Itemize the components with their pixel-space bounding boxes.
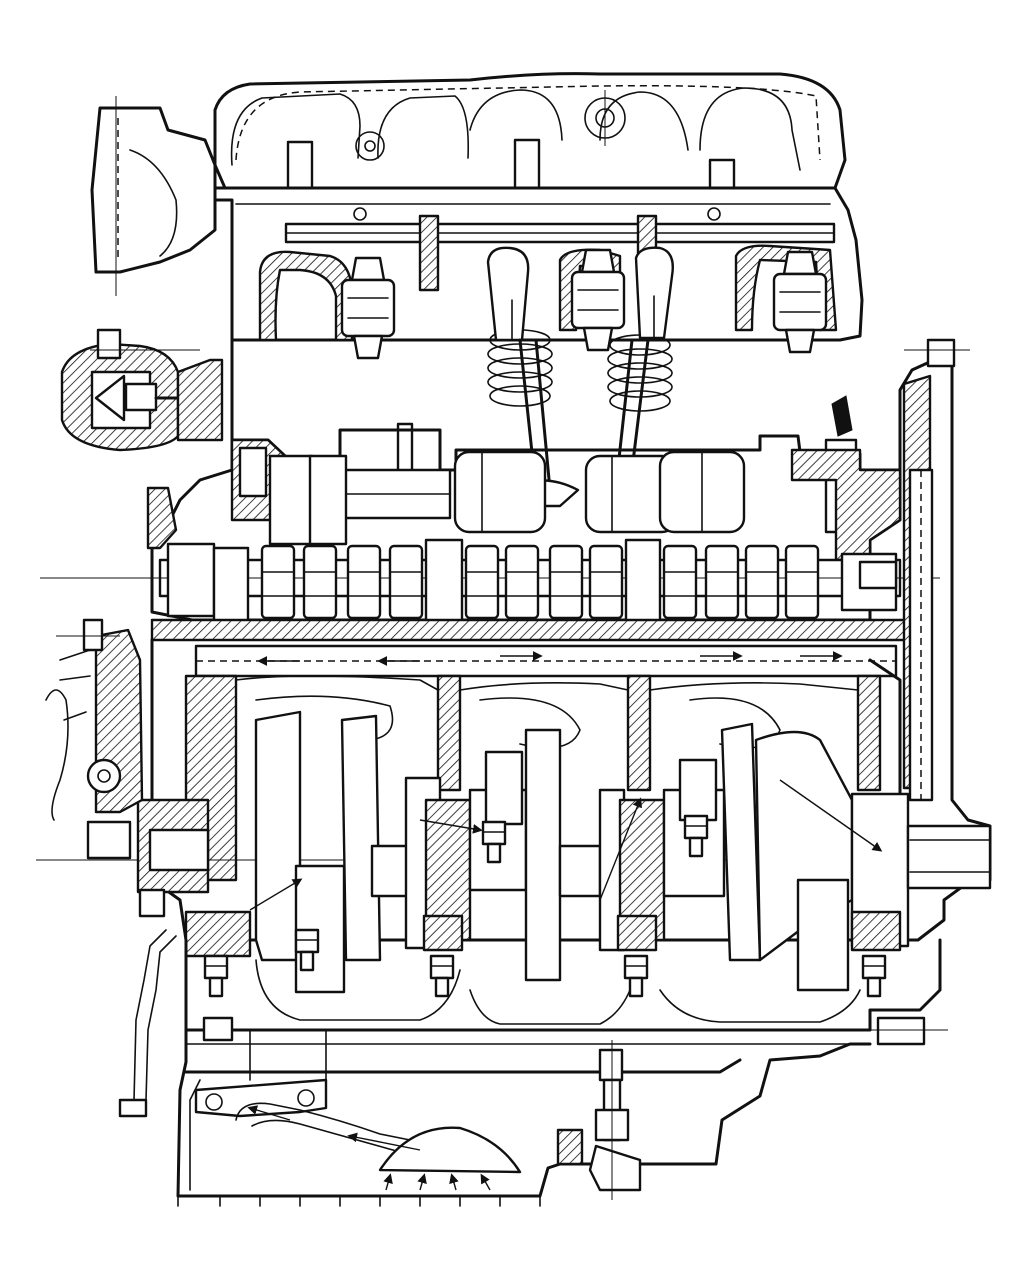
oil-pump-pickup	[194, 1078, 522, 1191]
camshaft-carrier	[146, 338, 902, 622]
main-bearing-caps	[184, 910, 902, 998]
oil-pan	[176, 1028, 872, 1207]
timing-chain-cover	[898, 338, 992, 942]
dipstick-tube	[118, 929, 177, 1118]
throttle-body-housing	[90, 96, 217, 296]
crank-pulley	[45, 618, 166, 918]
thermostat-housing	[60, 328, 224, 452]
intake-manifold	[213, 72, 847, 190]
crankshaft	[36, 710, 992, 994]
camshaft	[40, 538, 940, 626]
main-oil-gallery	[150, 618, 912, 678]
oil-level-sensor	[556, 1040, 642, 1200]
